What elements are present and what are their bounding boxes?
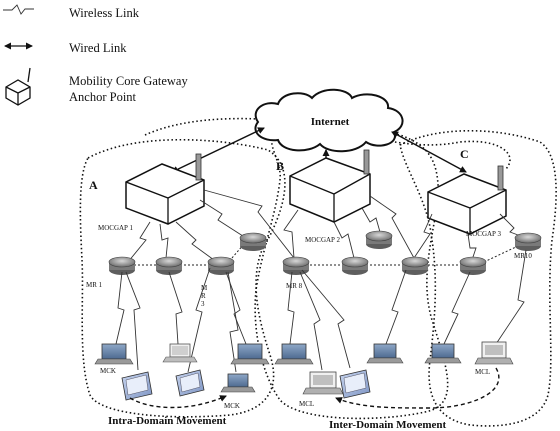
router-mr2 [155, 256, 183, 275]
router-mr-c1 [459, 256, 487, 275]
laptop-mcl-right [474, 341, 514, 365]
domain-a-label: A [89, 178, 98, 192]
internet-label: Internet [311, 116, 350, 128]
router-mr-b2 [365, 230, 393, 249]
router-mr3 [207, 256, 235, 275]
mr3-label-n: 3 [201, 300, 205, 308]
gateway-mocgap3 [427, 165, 507, 235]
gateway-mocgap2 [289, 149, 371, 223]
mck-label-top: MCK [100, 367, 116, 375]
router-mr9 [341, 256, 369, 275]
laptop-mcl [302, 371, 344, 395]
domain-c-boundary [399, 130, 557, 427]
laptop-mck [94, 343, 134, 365]
mocgap3-label: MOCGAP 3 [466, 230, 501, 238]
legend-gateway-label-1: Mobility Core Gateway [69, 74, 188, 88]
mr8-label: MR 8 [286, 282, 303, 290]
gateway-router-wireless-links [127, 189, 527, 263]
router-device-wireless-links [115, 249, 527, 373]
laptop-a2 [162, 343, 198, 363]
domain-b-boundary [254, 128, 449, 420]
gateway-legend-icon [5, 67, 31, 106]
intra-domain-caption: Intra-Domain Movement [108, 415, 227, 427]
tablet-2 [175, 369, 205, 397]
laptop-mck-moved [220, 373, 256, 393]
legend-gateway-label-2: Anchor Point [69, 90, 137, 104]
router-mr4 [239, 232, 267, 251]
router-mr1 [108, 256, 136, 275]
legend-wired-label: Wired Link [69, 41, 127, 55]
wireless-link-icon [3, 4, 34, 15]
mcl-label-mid: MCL [299, 400, 314, 408]
mr1-label: MR 1 [86, 281, 103, 289]
router-mr8 [282, 256, 310, 275]
mck-label-bottom: MCK [224, 402, 240, 410]
tablet-3 [339, 369, 371, 399]
movement-arrows [129, 367, 500, 409]
domain-b-label: B [276, 159, 284, 173]
devices [94, 341, 514, 401]
mr3-label-r: R [201, 292, 206, 300]
router-backbone-links [134, 243, 519, 266]
router-mr-b3 [401, 256, 429, 275]
mcl-label-right: MCL [475, 368, 490, 376]
routers [108, 230, 542, 275]
domain-c-label: C [460, 147, 469, 161]
router-mr10 [514, 232, 542, 251]
mr10-label: MR10 [514, 252, 532, 260]
laptop-c1 [424, 343, 462, 364]
laptop-b2 [366, 343, 404, 364]
mocgap2-label: MOCGAP 2 [305, 236, 340, 244]
mocgap1-label: MOCGAP 1 [98, 224, 133, 232]
laptop-a3 [230, 343, 270, 365]
gateway-mocgap1 [125, 153, 205, 225]
legend: Wireless Link Wired Link Mobility Core G… [3, 4, 188, 106]
legend-wireless-label: Wireless Link [69, 6, 140, 20]
mr3-label-m: M [201, 284, 208, 292]
tablet-1 [121, 371, 153, 401]
internet-cloud: Internet [254, 88, 404, 153]
laptop-b1 [274, 343, 314, 365]
inter-domain-caption: Inter-Domain Movement [329, 419, 447, 431]
